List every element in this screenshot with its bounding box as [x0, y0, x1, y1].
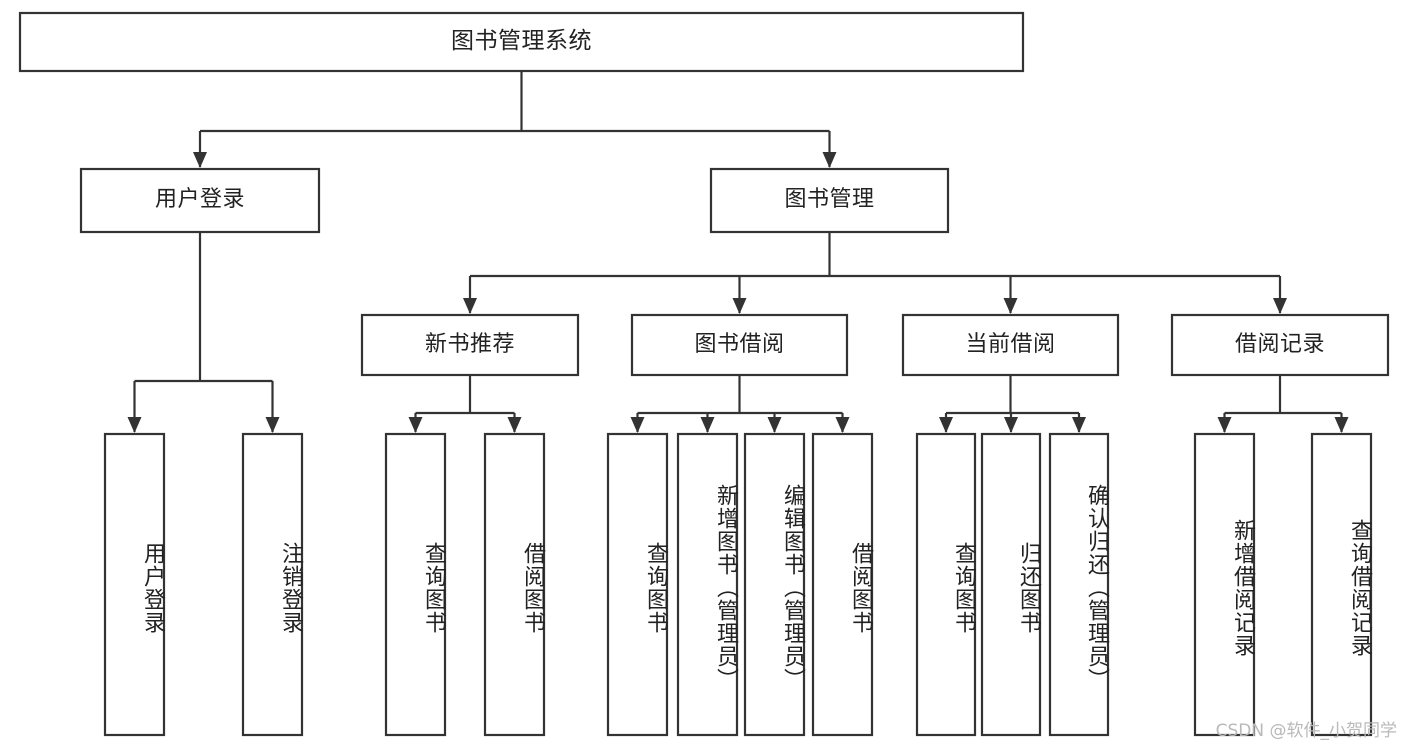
node-box-leaf-borrow-book-2 — [811, 432, 874, 737]
node-box-leaf-add-borrow-record — [1193, 432, 1256, 737]
node-box-current-borrow — [901, 313, 1120, 377]
arrow-head-icon-user-login — [193, 152, 207, 168]
arrow-head-icon-leaf-query-book-1 — [408, 417, 423, 433]
arrow-head-icon-leaf-edit-book-admin — [767, 417, 782, 433]
node-box-leaf-borrow-book-1 — [483, 432, 546, 737]
arrow-head-icon-leaf-query-book-3 — [939, 417, 953, 433]
arrow-head-icon-leaf-query-borrow-record — [1334, 417, 1349, 433]
node-box-leaf-confirm-return-admin — [1048, 432, 1110, 737]
node-box-leaf-query-book-1 — [384, 432, 447, 737]
arrow-head-icon-new-book-recommend — [463, 298, 477, 314]
arrow-head-icon-leaf-add-book-admin — [700, 417, 715, 433]
node-box-leaf-user-login — [103, 432, 166, 737]
arrow-head-icon-leaf-query-book-2 — [630, 417, 645, 433]
node-box-user-login — [79, 167, 321, 234]
arrow-head-icon-book-manage — [822, 152, 837, 168]
node-box-root — [18, 11, 1025, 73]
node-box-new-book-recommend — [360, 313, 580, 377]
arrow-head-icon-leaf-confirm-return-admin — [1072, 417, 1086, 433]
node-box-book-manage — [709, 167, 950, 234]
arrow-head-icon-leaf-add-borrow-record — [1217, 417, 1232, 433]
arrow-head-icon-leaf-borrow-book-2 — [835, 417, 850, 433]
watermark: CSDN @软件_小贺同学 — [1215, 721, 1397, 741]
arrow-head-icon-current-borrow — [1003, 298, 1018, 314]
node-box-leaf-edit-book-admin — [743, 432, 806, 737]
node-box-leaf-query-book-2 — [606, 432, 669, 737]
arrow-head-icon-leaf-user-logout — [265, 417, 280, 433]
node-box-leaf-query-book-3 — [915, 432, 977, 737]
arrow-head-icon-borrow-record — [1273, 298, 1287, 314]
connector-layer — [127, 71, 1349, 433]
node-box-borrow-record — [1170, 313, 1390, 377]
node-box-leaf-user-logout — [241, 432, 304, 737]
arrow-head-icon-book-borrow — [732, 298, 747, 314]
node-box-book-borrow — [630, 313, 849, 377]
node-box-leaf-query-borrow-record — [1310, 432, 1373, 737]
node-box-layer — [18, 11, 1390, 737]
arrow-head-icon-leaf-borrow-book-1 — [507, 417, 522, 433]
node-box-leaf-add-book-admin — [676, 432, 739, 737]
arrow-head-icon-leaf-user-login — [127, 417, 142, 433]
arrow-head-icon-leaf-return-book — [1004, 417, 1018, 433]
node-box-leaf-return-book — [980, 432, 1042, 737]
